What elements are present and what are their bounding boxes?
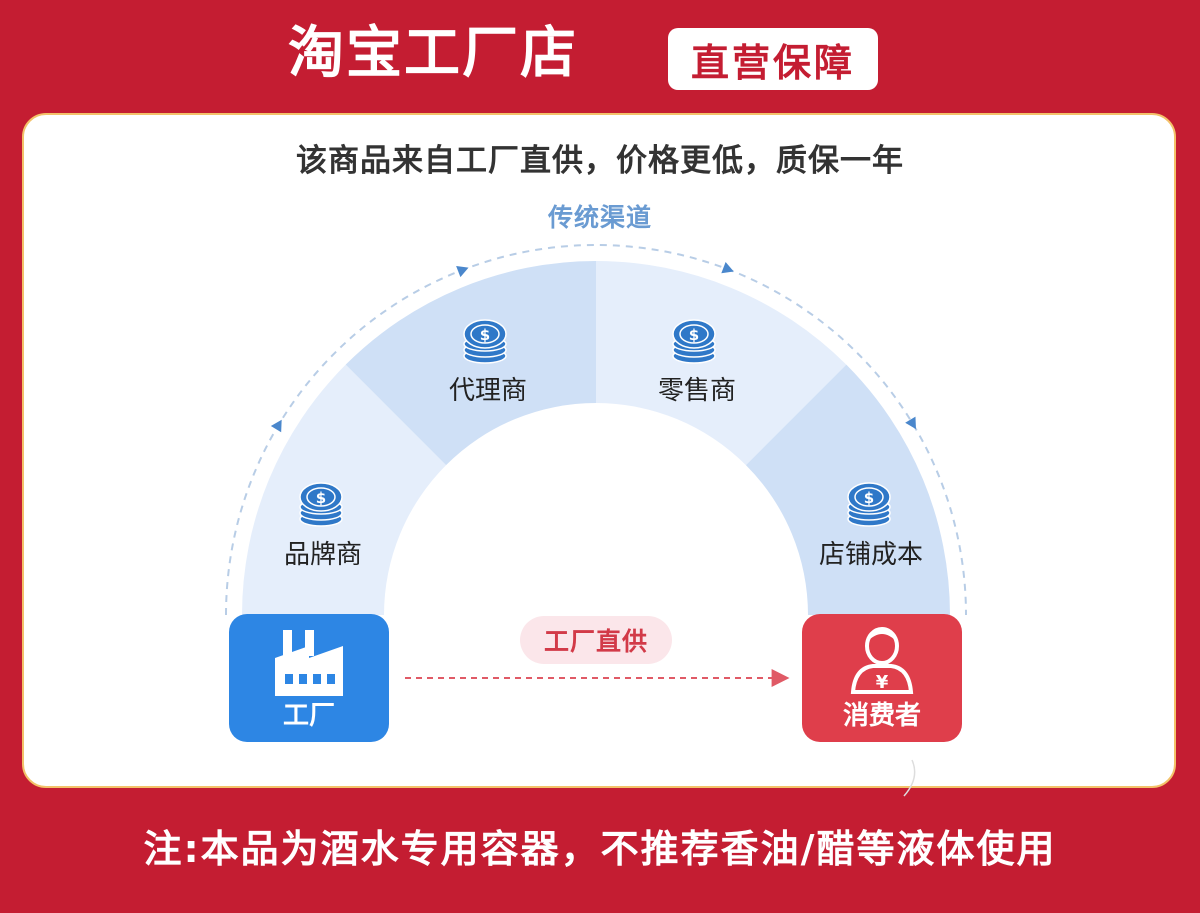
page-title: 淘宝工厂店 xyxy=(288,21,578,86)
arc-segment-brand xyxy=(242,364,447,615)
arc-segment-retailer xyxy=(596,261,847,466)
arc-arrow xyxy=(270,419,282,433)
coin-stack-icon: $ xyxy=(463,319,507,364)
info-card xyxy=(22,113,1176,788)
corner-decoration xyxy=(903,759,916,797)
footer-note: 注:本品为酒水专用容器，不推荐香油/醋等液体使用 xyxy=(143,827,1057,871)
coin-stack-icon: $ xyxy=(847,482,891,527)
arc-arrow xyxy=(905,416,916,430)
traditional-channel-title: 传统渠道 xyxy=(547,203,652,232)
traditional-channel-path xyxy=(225,244,967,616)
factory-label: 工厂 xyxy=(282,701,335,731)
direct-supply-label: 工厂直供 xyxy=(520,616,672,664)
arc-segment-store xyxy=(745,364,950,615)
coin-stack-icon: $ xyxy=(672,319,716,364)
segment-label-agent: 代理商 xyxy=(448,376,527,406)
arc-segment-agent xyxy=(345,261,596,466)
svg-text:$: $ xyxy=(689,326,699,344)
consumer-label: 消费者 xyxy=(842,701,921,731)
segment-label-brand: 品牌商 xyxy=(283,540,362,570)
segment-label-retailer: 零售商 xyxy=(657,376,736,406)
segment-label-store: 店铺成本 xyxy=(818,540,923,570)
factory-icon xyxy=(275,630,343,696)
consumer-icon: ¥ xyxy=(850,627,914,694)
direct-operation-badge: 直营保障 xyxy=(668,28,878,90)
svg-text:$: $ xyxy=(864,489,874,507)
coin-stack-icon: $ xyxy=(299,482,343,527)
arc-arrow xyxy=(456,265,469,278)
svg-text:$: $ xyxy=(480,326,490,344)
svg-text:¥: ¥ xyxy=(876,672,889,693)
svg-text:$: $ xyxy=(316,489,326,507)
arc-arrow xyxy=(721,262,734,274)
factory-node: 工厂 xyxy=(229,614,389,742)
consumer-node: ¥ 消费者 xyxy=(802,614,962,742)
headline: 该商品来自工厂直供，价格更低，质保一年 xyxy=(296,143,904,179)
